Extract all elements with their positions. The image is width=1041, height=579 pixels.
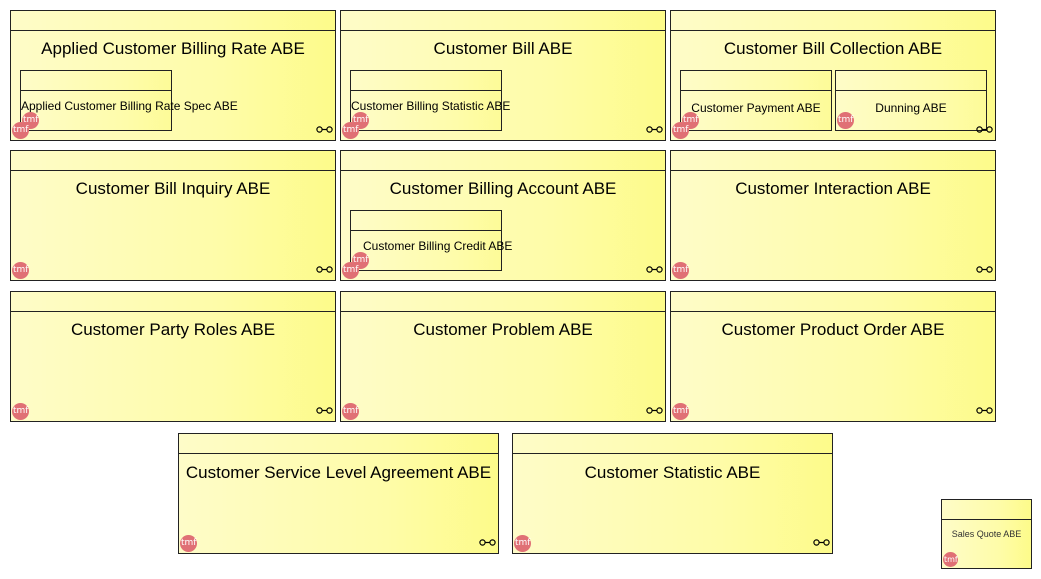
box-header-tab xyxy=(671,292,995,312)
box-header-tab xyxy=(21,71,171,91)
link-chain-icon xyxy=(479,539,496,546)
abe-box-customer-interaction[interactable]: Customer Interaction ABE tmf xyxy=(670,150,996,281)
tmf-logo-icon: tmf xyxy=(12,122,29,139)
abe-box-applied-customer-billing-rate[interactable]: Applied Customer Billing Rate ABE Applie… xyxy=(10,10,336,141)
link-chain-icon xyxy=(316,266,333,273)
abe-box-dunning[interactable]: Dunning ABE tmf xyxy=(835,70,987,131)
tmf-logo-icon: tmf xyxy=(342,122,359,139)
box-header-tab xyxy=(11,11,335,31)
box-header-tab xyxy=(341,11,665,31)
box-title: Dunning ABE xyxy=(875,101,947,115)
tmf-logo-icon: tmf xyxy=(943,552,958,567)
box-title: Customer Bill ABE xyxy=(433,39,573,58)
abe-box-customer-party-roles[interactable]: Customer Party Roles ABE tmf xyxy=(10,291,336,422)
box-header-tab xyxy=(671,151,995,171)
box-header-tab xyxy=(11,292,335,312)
box-title: Customer Product Order ABE xyxy=(721,320,945,339)
abe-box-customer-problem[interactable]: Customer Problem ABE tmf xyxy=(340,291,666,422)
box-title: Customer Service Level Agreement ABE xyxy=(185,463,492,482)
box-title: Customer Billing Statistic ABE xyxy=(351,99,511,113)
box-header-tab xyxy=(671,11,995,31)
link-chain-icon xyxy=(316,407,333,414)
box-title: Customer Billing Account ABE xyxy=(389,179,617,198)
abe-box-customer-bill-inquiry[interactable]: Customer Bill Inquiry ABE tmf xyxy=(10,150,336,281)
box-title: Customer Interaction ABE xyxy=(735,179,931,198)
tmf-logo-icon: tmf xyxy=(837,112,854,129)
box-title: Customer Problem ABE xyxy=(413,320,593,339)
tmf-logo-icon: tmf xyxy=(514,535,531,552)
tmf-logo-icon: tmf xyxy=(672,122,689,139)
link-chain-icon xyxy=(976,407,993,414)
abe-box-sales-quote[interactable]: Sales Quote ABE tmf xyxy=(941,499,1032,569)
box-title: Customer Party Roles ABE xyxy=(70,320,276,339)
abe-box-customer-product-order[interactable]: Customer Product Order ABE tmf xyxy=(670,291,996,422)
box-header-tab xyxy=(341,292,665,312)
abe-box-applied-customer-billing-rate-spec[interactable]: Applied Customer Billing Rate Spec ABE t… xyxy=(20,70,238,131)
box-header-tab xyxy=(351,71,501,91)
box-header-tab xyxy=(836,71,986,91)
link-chain-icon xyxy=(316,126,333,133)
link-chain-icon xyxy=(646,407,663,414)
abe-box-customer-service-level-agreement[interactable]: Customer Service Level Agreement ABE tmf xyxy=(178,433,499,554)
link-chain-icon xyxy=(976,126,993,133)
box-header-tab xyxy=(351,211,501,231)
abe-box-customer-billing-account[interactable]: Customer Billing Account ABE Customer Bi… xyxy=(340,150,666,281)
box-title: Customer Statistic ABE xyxy=(584,463,761,482)
tmf-logo-icon: tmf xyxy=(180,535,197,552)
box-header-tab xyxy=(179,434,498,454)
tmf-logo-icon: tmf xyxy=(12,262,29,279)
abe-box-customer-billing-credit[interactable]: Customer Billing Credit ABE tmf xyxy=(350,210,513,271)
link-chain-icon xyxy=(976,266,993,273)
tmf-logo-icon: tmf xyxy=(12,403,29,420)
box-title: Applied Customer Billing Rate Spec ABE xyxy=(21,99,238,113)
box-title: Customer Billing Credit ABE xyxy=(363,239,513,253)
tmf-logo-icon: tmf xyxy=(672,262,689,279)
abe-box-customer-bill-collection[interactable]: Customer Bill Collection ABE Customer Pa… xyxy=(670,10,996,141)
box-title: Customer Payment ABE xyxy=(691,101,821,115)
abe-box-customer-billing-statistic[interactable]: Customer Billing Statistic ABE tmf xyxy=(350,70,511,131)
tmf-logo-icon: tmf xyxy=(342,403,359,420)
box-title: Applied Customer Billing Rate ABE xyxy=(41,39,305,58)
box-header-tab xyxy=(681,71,831,91)
link-chain-icon xyxy=(646,126,663,133)
abe-box-customer-payment[interactable]: Customer Payment ABE tmf xyxy=(680,70,832,131)
box-title: Customer Bill Collection ABE xyxy=(723,39,943,58)
tmf-logo-icon: tmf xyxy=(342,262,359,279)
box-title: Customer Bill Inquiry ABE xyxy=(75,179,271,198)
box-header-tab xyxy=(513,434,832,454)
box-header-tab xyxy=(11,151,335,171)
box-header-tab xyxy=(341,151,665,171)
abe-box-customer-statistic[interactable]: Customer Statistic ABE tmf xyxy=(512,433,833,554)
tmf-logo-icon: tmf xyxy=(672,403,689,420)
box-title: Sales Quote ABE xyxy=(951,529,1022,539)
link-chain-icon xyxy=(646,266,663,273)
abe-box-customer-bill[interactable]: Customer Bill ABE Customer Billing Stati… xyxy=(340,10,666,141)
box-header-tab xyxy=(942,500,1031,520)
link-chain-icon xyxy=(813,539,830,546)
